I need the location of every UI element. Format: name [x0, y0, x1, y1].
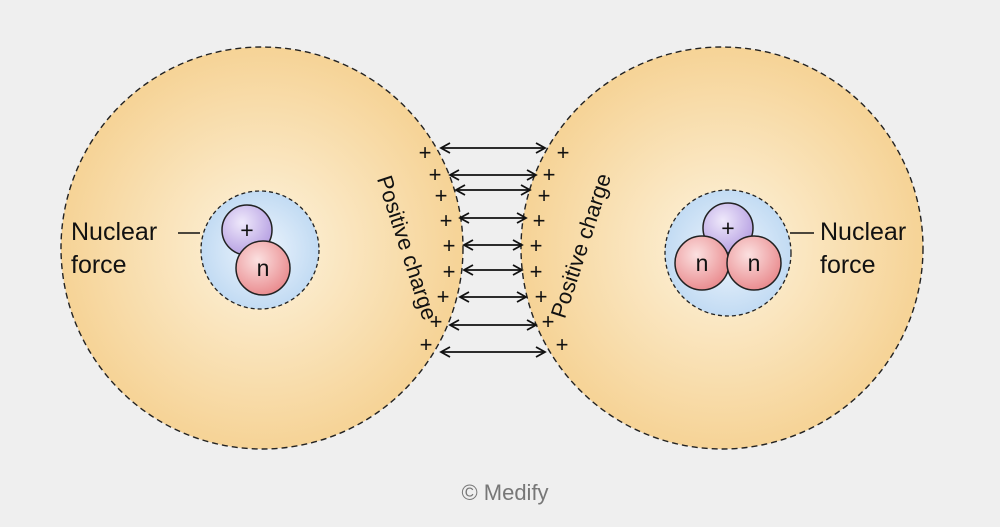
left-neutron-symbol: n	[257, 255, 270, 281]
left-force-label-line2: force	[71, 251, 127, 279]
right-neutron-right-symbol: n	[748, 250, 761, 276]
left-charge-plus-8: +	[430, 309, 443, 334]
left-force-label-line1: Nuclear	[71, 218, 157, 246]
right-proton-symbol: +	[721, 215, 734, 241]
left-charge-plus-5: +	[443, 233, 456, 258]
right-charge-plus-2: +	[543, 162, 556, 187]
right-charge-plus-4: +	[533, 208, 546, 233]
left-charge-plus-2: +	[429, 162, 442, 187]
left-charge-plus-4: +	[440, 208, 453, 233]
right-charge-signs: +++++++++	[530, 140, 570, 357]
right-charge-plus-8: +	[542, 309, 555, 334]
right-charge-plus-7: +	[535, 284, 548, 309]
right-charge-plus-6: +	[530, 259, 543, 284]
right-neutron-left-symbol: n	[696, 250, 709, 276]
left-charge-plus-3: +	[435, 183, 448, 208]
left-charge-plus-6: +	[443, 259, 456, 284]
right-neutron-right: n	[726, 235, 782, 291]
left-charge-plus-7: +	[437, 284, 450, 309]
right-neutron-left: n	[674, 235, 730, 291]
right-force-label-line1: Nuclear	[820, 218, 906, 246]
left-proton-symbol: +	[240, 217, 253, 243]
right-charge-plus-1: +	[557, 140, 570, 165]
left-neutron: n	[235, 240, 291, 296]
left-charge-plus-1: +	[419, 140, 432, 165]
right-charge-plus-9: +	[556, 332, 569, 357]
left-charge-plus-9: +	[420, 332, 433, 357]
repulsion-arrows	[439, 142, 547, 358]
right-charge-plus-3: +	[538, 183, 551, 208]
right-charge-plus-5: +	[530, 233, 543, 258]
copyright-text: © Medify	[461, 480, 548, 505]
left-charge-signs: +++++++++	[419, 140, 456, 357]
right-force-label-line2: force	[820, 251, 876, 279]
